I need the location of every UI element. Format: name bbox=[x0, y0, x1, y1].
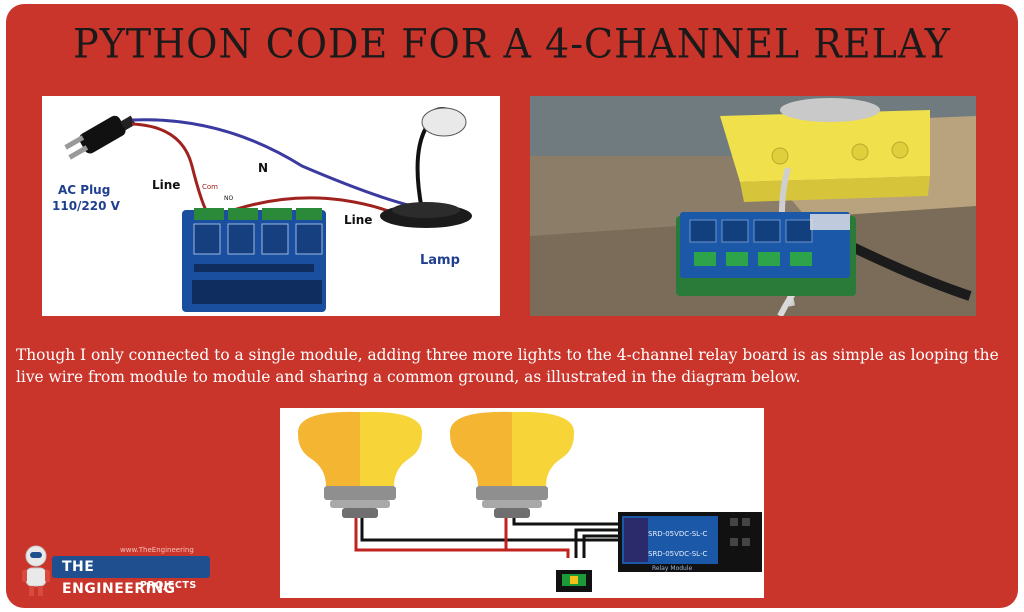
relay-caption: Relay Module bbox=[652, 565, 693, 572]
neutral-wire bbox=[131, 118, 413, 208]
body-paragraph: Though I only connected to a single modu… bbox=[16, 346, 999, 386]
line-label-2: Line bbox=[344, 213, 372, 227]
logo-url: www.TheEngineering bbox=[120, 546, 194, 554]
com-label: Com bbox=[202, 183, 218, 191]
brand-logo: www.TheEngineering THE ENGINEERING PROJE… bbox=[20, 544, 210, 600]
no-label: NO bbox=[224, 195, 233, 202]
relay-board-icon bbox=[182, 208, 326, 312]
lamp-label: Lamp bbox=[420, 253, 460, 268]
power-jack-icon bbox=[556, 570, 592, 592]
plug-label-2: 110/220 V bbox=[52, 199, 121, 213]
bulb-icon bbox=[297, 411, 423, 518]
bulb-icon bbox=[449, 411, 575, 518]
plug-label-1: AC Plug bbox=[58, 183, 110, 197]
relay-photo bbox=[530, 96, 976, 316]
line-wire bbox=[131, 122, 212, 219]
ac-plug-icon bbox=[64, 115, 136, 160]
desk-lamp-icon bbox=[380, 107, 472, 228]
relay-module-icon: SRD-05VDC-SL-C SRD-05VDC-SL-C Relay Modu… bbox=[618, 512, 762, 572]
slide-background: PYTHON CODE FOR A 4-CHANNEL RELAY AC Plu… bbox=[6, 4, 1018, 608]
logo-sub: PROJECTS bbox=[140, 580, 197, 591]
relay-label-1: SRD-05VDC-SL-C bbox=[648, 530, 707, 538]
line-label-1: Line bbox=[152, 178, 180, 192]
relay-hat-icon bbox=[676, 212, 856, 296]
bulbs-diagram: SRD-05VDC-SL-C SRD-05VDC-SL-C Relay Modu… bbox=[280, 408, 764, 598]
logo-brand: THE ENGINEERING bbox=[52, 556, 210, 597]
robot-icon bbox=[22, 545, 50, 596]
slide-title: PYTHON CODE FOR A 4-CHANNEL RELAY bbox=[73, 20, 951, 68]
junction-box-icon bbox=[720, 98, 930, 202]
n-label: N bbox=[258, 161, 268, 175]
wiring-diagram: AC Plug 110/220 V Line Com NO N Line Lam… bbox=[42, 96, 500, 316]
relay-label-2: SRD-05VDC-SL-C bbox=[648, 550, 707, 558]
